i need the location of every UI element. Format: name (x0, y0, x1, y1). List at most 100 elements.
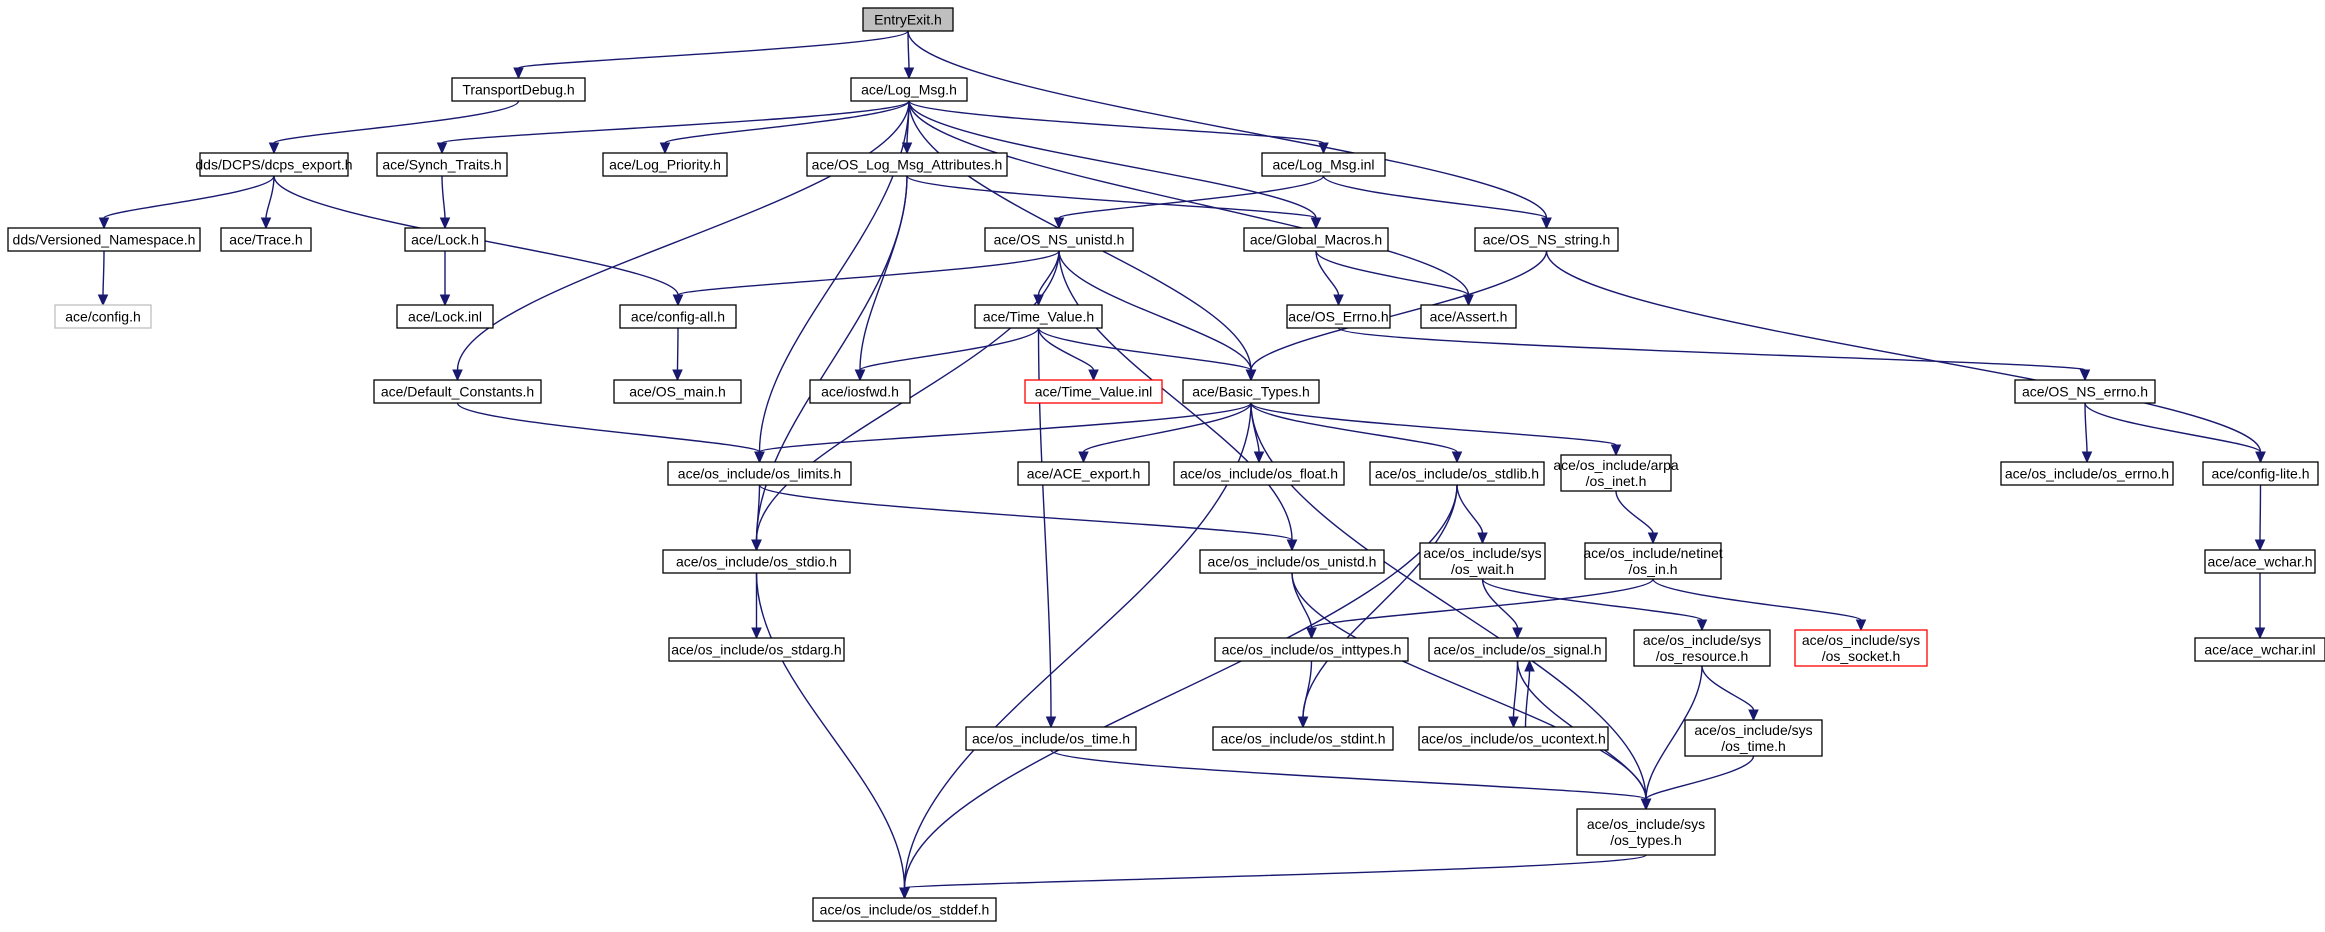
node-log-msg-inl[interactable]: ace/Log_Msg.inl (1261, 152, 1386, 177)
node-config-all[interactable]: ace/config-all.h (619, 304, 737, 329)
edge-os-ucontext-to-os-signal (1524, 659, 1535, 728)
edge-line (1615, 490, 1654, 534)
edge-log-msg-inl-to-os-ns-string (1322, 175, 1552, 230)
node-os-limits[interactable]: ace/os_include/os_limits.h (667, 461, 852, 486)
node-sys-types[interactable]: ace/os_include/sys/os_types.h (1576, 808, 1716, 856)
node-os-include-errno[interactable]: ace/os_include/os_errno.h (2000, 461, 2174, 486)
node-lock[interactable]: ace/Lock.h (404, 227, 486, 252)
node-transportdebug[interactable]: TransportDebug.h (451, 77, 586, 102)
node-box (1214, 637, 1409, 662)
edge-sys-resource-to-sys-time (1701, 665, 1759, 722)
edge-line (755, 175, 908, 541)
node-ace-export[interactable]: ace/ACE_export.h (1017, 461, 1150, 486)
node-os-log-msg-attr[interactable]: ace/OS_Log_Msg_Attributes.h (806, 152, 1008, 177)
node-box (2202, 461, 2319, 486)
node-os-float[interactable]: ace/os_include/os_float.h (1173, 461, 1345, 486)
node-sys-time[interactable]: ace/os_include/sys/os_time.h (1684, 719, 1823, 757)
node-os-errno[interactable]: ace/OS_Errno.h (1286, 304, 1391, 329)
edge-line (456, 402, 761, 453)
node-ace-wchar-inl[interactable]: ace/ace_wchar.inl (2194, 637, 2325, 662)
node-arpa-inet[interactable]: ace/os_include/arpa/os_inet.h (1553, 454, 1679, 492)
node-global-macros[interactable]: ace/Global_Macros.h (1243, 227, 1389, 252)
node-basic-types[interactable]: ace/Basic_Types.h (1182, 379, 1320, 404)
node-sys-resource[interactable]: ace/os_include/sys/os_resource.h (1633, 629, 1771, 667)
node-os-stddef[interactable]: ace/os_include/os_stddef.h (812, 897, 997, 922)
node-box (602, 152, 728, 177)
node-box (451, 77, 586, 102)
node-os-ns-string[interactable]: ace/OS_NS_string.h (1474, 227, 1619, 252)
edge-synch-traits-to-lock (439, 175, 451, 230)
node-box (373, 379, 542, 404)
node-box (806, 152, 1008, 177)
node-os-inttypes[interactable]: ace/os_include/os_inttypes.h (1214, 637, 1409, 662)
edge-arrowhead (1306, 627, 1317, 640)
node-os-ns-errno[interactable]: ace/OS_NS_errno.h (2014, 379, 2156, 404)
node-synch-traits[interactable]: ace/Synch_Traits.h (376, 152, 508, 177)
node-box (812, 897, 997, 922)
edge-line (1315, 250, 1340, 296)
edge-line (1337, 327, 2086, 371)
node-os-stdlib[interactable]: ace/os_include/os_stdlib.h (1369, 461, 1545, 486)
node-dcps-export[interactable]: dds/DCPS/dcps_export.h (195, 152, 353, 177)
node-sys-socket[interactable]: ace/os_include/sys/os_socket.h (1794, 629, 1928, 667)
node-box (965, 726, 1137, 751)
edge-arrowhead (1333, 294, 1344, 307)
node-box (7, 227, 201, 252)
node-box (984, 227, 1134, 252)
edge-arrowhead (2254, 627, 2266, 640)
edge-line (1701, 665, 1755, 711)
node-box (1794, 629, 1928, 667)
edge-arrowhead (1696, 619, 1708, 632)
node-log-priority[interactable]: ace/Log_Priority.h (602, 152, 728, 177)
node-os-unistd[interactable]: ace/os_include/os_unistd.h (1199, 549, 1385, 574)
node-box (1369, 461, 1545, 486)
edge-lock-to-lock-inl (439, 251, 451, 307)
edge-line (1512, 660, 1519, 718)
node-label: ace/OS_NS_unistd.h (994, 232, 1125, 248)
node-time-value-inl[interactable]: ace/Time_Value.inl (1024, 379, 1163, 404)
node-ace-wchar[interactable]: ace/ace_wchar.h (2204, 549, 2316, 574)
node-default-constants[interactable]: ace/Default_Constants.h (373, 379, 542, 404)
node-trace[interactable]: ace/Trace.h (220, 227, 312, 252)
node-sys-wait[interactable]: ace/os_include/sys/os_wait.h (1419, 542, 1546, 580)
node-time-value[interactable]: ace/Time_Value.h (974, 304, 1103, 329)
node-os-stdint[interactable]: ace/os_include/os_stdint.h (1212, 726, 1394, 751)
edge-arrowhead (751, 539, 762, 552)
node-box (396, 304, 494, 329)
node-entryexit[interactable]: EntryExit.h (862, 7, 954, 32)
node-config-lite[interactable]: ace/config-lite.h (2202, 461, 2319, 486)
node-config[interactable]: ace/config.h (54, 304, 152, 329)
edge-arrowhead (97, 294, 109, 307)
edge-line (859, 327, 1040, 371)
node-os-ns-unistd[interactable]: ace/OS_NS_unistd.h (984, 227, 1134, 252)
edge-line (903, 854, 1647, 889)
edge-line (908, 100, 1317, 219)
node-box (1286, 304, 1391, 329)
node-logmsg[interactable]: ace/Log_Msg.h (850, 77, 968, 102)
node-box (1560, 454, 1672, 492)
node-os-stdio[interactable]: ace/os_include/os_stdio.h (662, 549, 851, 574)
node-box (54, 304, 152, 329)
node-os-time[interactable]: ace/os_include/os_time.h (965, 726, 1137, 751)
edge-line (1058, 250, 1293, 541)
node-os-ucontext[interactable]: ace/os_include/os_ucontext.h (1418, 726, 1609, 751)
edge-line (1315, 250, 1470, 296)
edge-arrowhead (439, 217, 451, 230)
node-box (1684, 719, 1823, 757)
node-versioned-ns[interactable]: dds/Versioned_Namespace.h (7, 227, 201, 252)
node-lock-inl[interactable]: ace/Lock.inl (396, 304, 494, 329)
edge-line (1082, 402, 1252, 453)
edge-line (2259, 484, 2262, 541)
edge-line (903, 484, 1458, 889)
node-label: /os_wait.h (1451, 561, 1514, 577)
edge-line (1302, 484, 1458, 718)
edge-basic-types-to-ace-export (1078, 402, 1252, 464)
node-os-stdarg[interactable]: ace/os_include/os_stdarg.h (668, 637, 845, 662)
edge-os-log-msg-attr-to-global-macros (906, 175, 1322, 230)
edge-line (441, 175, 446, 219)
node-os-signal[interactable]: ace/os_include/os_signal.h (1428, 637, 1607, 662)
node-assert[interactable]: ace/Assert.h (1420, 304, 1517, 329)
node-netinet-in[interactable]: ace/os_include/netinet/os_in.h (1583, 542, 1723, 580)
node-os-main[interactable]: ace/OS_main.h (613, 379, 742, 404)
node-iosfwd[interactable]: ace/iosfwd.h (809, 379, 911, 404)
